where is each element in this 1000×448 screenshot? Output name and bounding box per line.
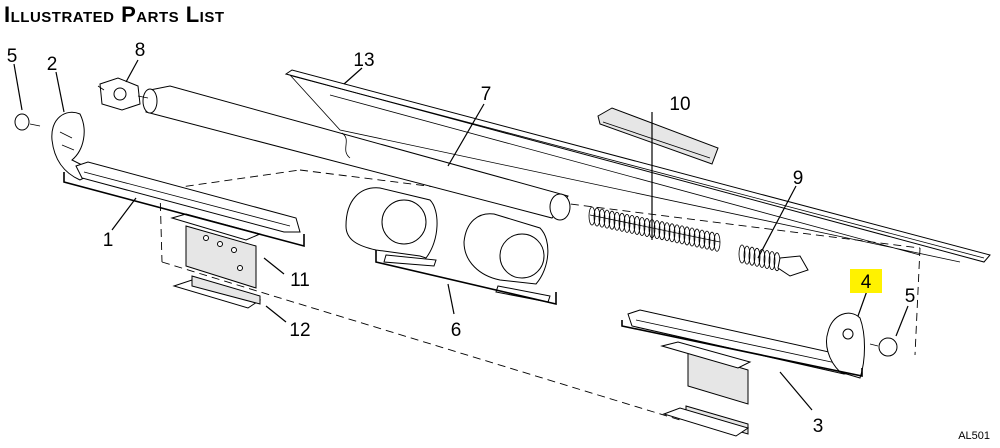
spring-coil	[688, 227, 696, 247]
spring-coil	[713, 232, 721, 252]
part-8-end-fitting[interactable]	[97, 77, 149, 111]
spring-coil	[653, 220, 661, 240]
bracket-part-6	[375, 250, 557, 306]
spring-coil	[668, 223, 676, 243]
spring-coil	[618, 212, 626, 232]
spring-coil	[638, 217, 646, 236]
spring-coil	[678, 225, 686, 245]
spring-coil	[643, 218, 651, 237]
spring-coil	[683, 226, 691, 246]
part-6-arm-assembly[interactable]	[345, 187, 551, 303]
callout-5-left[interactable]: 5	[7, 46, 18, 67]
callout-3[interactable]: 3	[813, 416, 824, 437]
page-title: Illustrated Parts List	[4, 2, 225, 27]
spring-coil	[613, 211, 621, 231]
spring-coil	[698, 229, 706, 249]
callout-6[interactable]: 6	[451, 320, 462, 341]
part-2-left-end-cap[interactable]	[51, 111, 98, 181]
callout-4[interactable]: 4	[861, 272, 872, 293]
callout-2[interactable]: 2	[47, 54, 58, 75]
part-11-bracket[interactable]	[170, 213, 262, 289]
spring-coil	[663, 222, 671, 242]
spring-coil	[748, 246, 756, 266]
callout-1[interactable]: 1	[103, 230, 114, 251]
part-12-angle-bracket[interactable]	[172, 275, 262, 309]
callout-9[interactable]: 9	[793, 168, 804, 189]
callout-11[interactable]: 11	[290, 270, 310, 291]
bracket-part-3	[621, 320, 863, 377]
callout-12[interactable]: 12	[289, 320, 310, 341]
callout-5-right[interactable]: 5	[905, 286, 916, 307]
spring-coil	[588, 206, 596, 226]
spring-coil	[593, 207, 601, 227]
spring-coil	[673, 224, 681, 244]
part-5-right-cap[interactable]	[878, 337, 898, 357]
callout-8[interactable]: 8	[135, 40, 146, 61]
spring-coil	[658, 221, 666, 241]
spring-coil	[628, 214, 636, 234]
right-lower-brackets	[660, 341, 752, 437]
part-10-channel[interactable]	[597, 107, 719, 165]
callout-10[interactable]: 10	[669, 94, 690, 115]
part-13-top-rail[interactable]	[284, 69, 991, 263]
bracket-part-1	[63, 172, 305, 248]
spring-coil	[598, 208, 606, 228]
spring-coil	[738, 244, 746, 264]
spring-coil	[708, 231, 716, 251]
callout-7[interactable]: 7	[481, 84, 492, 105]
spring-coil	[623, 213, 631, 233]
spring-coil	[603, 209, 611, 229]
spring-coil	[763, 250, 771, 269]
part-4-right-end-cap[interactable]	[826, 312, 865, 379]
spring-coil	[703, 230, 711, 250]
spring-coil	[633, 216, 641, 235]
part-9-spring[interactable]	[588, 206, 809, 277]
spring-coil	[743, 245, 751, 265]
part-7-roller-tube[interactable]	[142, 85, 571, 221]
spring-coil	[608, 210, 616, 230]
spring-coil	[693, 228, 701, 248]
callout-13[interactable]: 13	[353, 50, 374, 71]
document-code: AL501	[958, 430, 990, 442]
part-5-left-cap[interactable]	[14, 113, 30, 131]
spring-coil	[768, 251, 776, 271]
part-1-left-rail[interactable]	[75, 161, 301, 233]
callout-4-highlight	[850, 269, 882, 293]
spring-coil	[753, 247, 761, 267]
